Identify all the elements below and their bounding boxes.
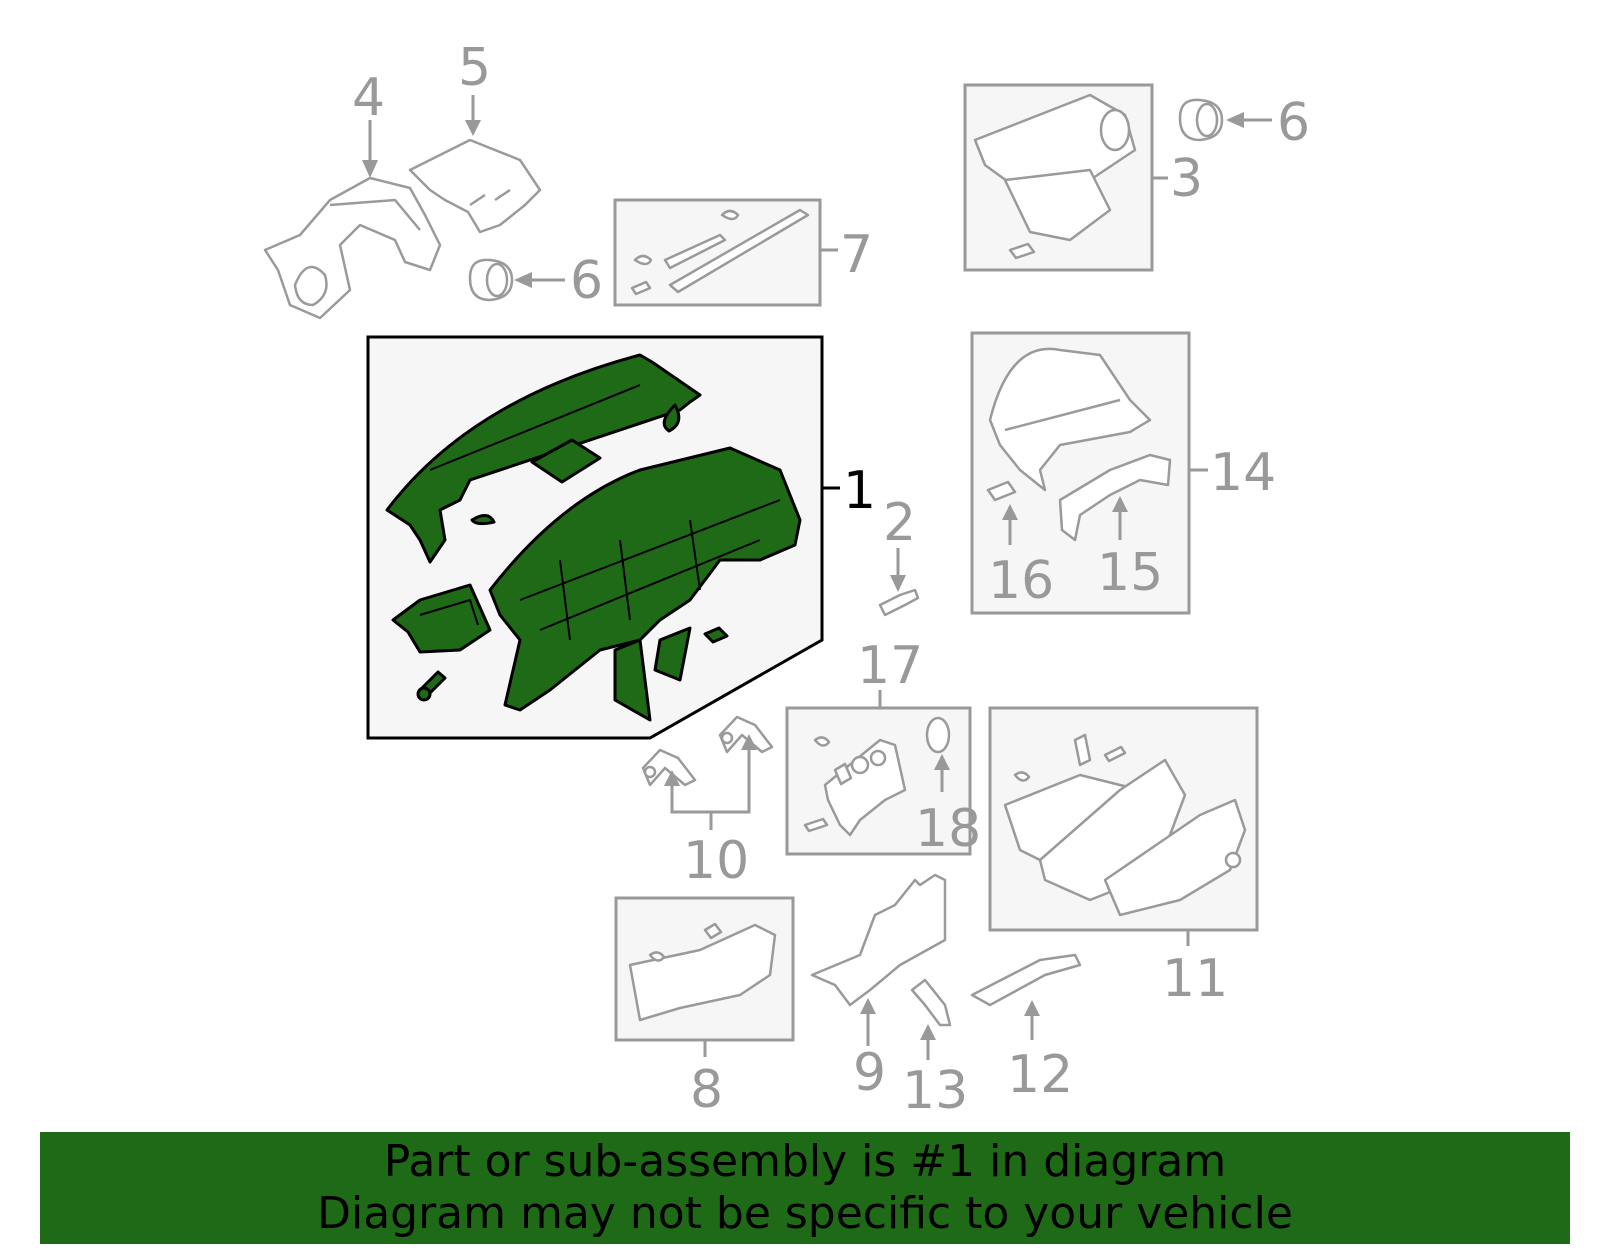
callout-6-right: 6 xyxy=(1277,93,1310,153)
part-5-upper-panel[interactable] xyxy=(408,138,542,234)
callout-10: 10 xyxy=(683,831,749,891)
part-3-center-panel[interactable] xyxy=(973,93,1137,260)
part-1-instrument-panel[interactable] xyxy=(385,353,802,722)
part-12-duct[interactable] xyxy=(970,953,1082,1007)
callout-1: 1 xyxy=(843,461,876,521)
info-banner: Part or sub-assembly is #1 in diagram Di… xyxy=(40,1132,1570,1244)
part-17-switch-panel[interactable] xyxy=(803,736,907,837)
callout-9: 9 xyxy=(853,1043,886,1103)
part-9-bracket[interactable] xyxy=(810,873,947,1007)
part-10-brackets[interactable] xyxy=(641,715,774,787)
callout-7: 7 xyxy=(840,225,873,285)
callout-3: 3 xyxy=(1170,149,1203,209)
part-16-clip[interactable] xyxy=(986,480,1017,502)
part-8-knee-panel[interactable] xyxy=(628,922,777,1022)
callout-15: 15 xyxy=(1097,543,1163,603)
part-6-clip-left[interactable] xyxy=(468,258,514,302)
part-11-glove-box[interactable] xyxy=(1003,733,1247,917)
callout-16: 16 xyxy=(988,551,1054,611)
callout-5: 5 xyxy=(458,38,491,98)
callout-13: 13 xyxy=(902,1061,968,1121)
callout-11: 11 xyxy=(1162,949,1228,1009)
banner-line-1: Part or sub-assembly is #1 in diagram xyxy=(383,1136,1227,1187)
part-7-trim-strips[interactable] xyxy=(630,208,810,296)
part-13-brace[interactable] xyxy=(910,978,952,1027)
callout-17: 17 xyxy=(857,636,923,696)
callout-4: 4 xyxy=(352,68,385,128)
banner-line-2: Diagram may not be specific to your vehi… xyxy=(317,1188,1293,1239)
part-2-bracket[interactable] xyxy=(878,588,920,617)
part-6-clip-right[interactable] xyxy=(1178,98,1224,142)
callout-8: 8 xyxy=(690,1060,723,1120)
callout-6-left: 6 xyxy=(570,251,603,311)
part-14-side-cover[interactable] xyxy=(988,347,1152,492)
part-15-bracket[interactable] xyxy=(1058,453,1172,542)
callout-2: 2 xyxy=(883,493,916,553)
callout-18: 18 xyxy=(915,799,981,859)
callout-14: 14 xyxy=(1210,443,1276,503)
callout-12: 12 xyxy=(1007,1045,1073,1105)
part-18-ring[interactable] xyxy=(925,716,951,754)
part-4-cluster-bezel[interactable] xyxy=(263,176,442,320)
